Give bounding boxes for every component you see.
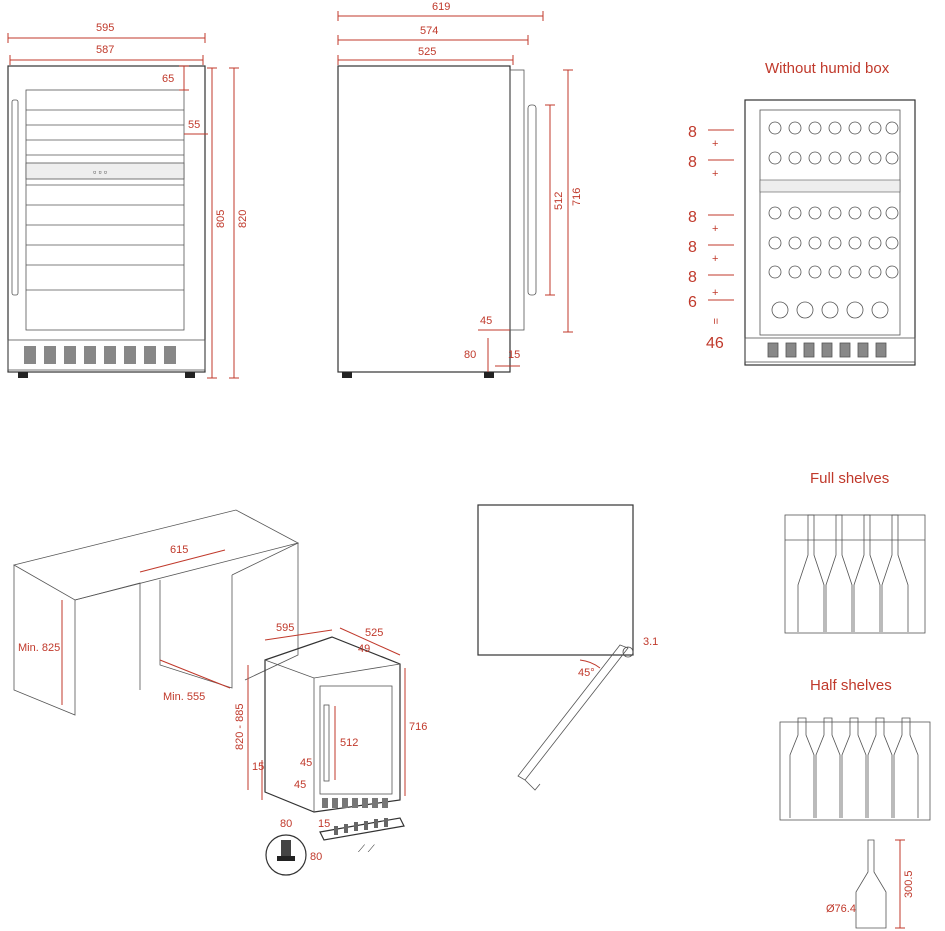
foot-detail-circle	[265, 834, 307, 876]
display-icon: ▫▫▫	[92, 168, 108, 178]
plus-sign-4: +	[712, 253, 718, 265]
bottle-height: 300.5	[903, 870, 915, 898]
dim-unit-80b: 80	[310, 851, 322, 863]
dim-width-587: 587	[96, 44, 114, 56]
dim-handle-512: 512	[553, 192, 565, 210]
plus-sign-3: +	[712, 223, 718, 235]
layout-bottle-rows	[768, 121, 899, 319]
adjustable-foot-icon	[281, 840, 291, 856]
side-foot-left	[342, 372, 352, 378]
full-shelves: Full shelves	[784, 470, 926, 634]
front-foot-left	[18, 372, 28, 378]
half-shelves-title: Half shelves	[810, 677, 892, 694]
dim-min-825: Min. 825	[18, 642, 60, 654]
count-row-5: 8	[688, 269, 697, 286]
bottle-dimensions: 300.5 Ø76.4	[826, 839, 915, 929]
dim-unit-45a: 45	[300, 757, 312, 769]
top-view-cabinet	[477, 504, 634, 656]
dim-unit-512: 512	[340, 737, 358, 749]
dim-unit-716: 716	[409, 721, 427, 733]
dim-depth-525: 525	[418, 46, 436, 58]
screw-icon: ⟋ ⟋	[358, 844, 375, 855]
dim-width-595: 595	[96, 22, 114, 34]
front-handle	[11, 99, 19, 296]
equals-sign: =	[709, 318, 721, 324]
cabinet-right	[231, 542, 299, 681]
dim-depth-574: 574	[420, 25, 438, 37]
count-row-1: 8	[688, 124, 697, 141]
door-angle: 45°	[578, 667, 595, 679]
front-view: 595 587 ▫▫▫ 65	[7, 22, 249, 379]
side-view: 619 574 525 512 716 45 80 15	[337, 1, 583, 378]
dim-unit-80a: 80	[280, 818, 292, 830]
count-row-3: 8	[688, 209, 697, 226]
plus-sign-1: +	[712, 138, 718, 150]
door-handle	[524, 779, 541, 791]
total-count: 46	[706, 335, 724, 352]
layout-control-panel	[759, 179, 901, 193]
front-foot-right	[185, 372, 195, 378]
plus-sign-5: +	[712, 287, 718, 299]
side-foot-right	[484, 372, 494, 378]
dim-depth-619: 619	[432, 1, 450, 13]
full-shelf-bottles	[785, 514, 925, 632]
dim-unit-525: 525	[365, 627, 383, 639]
hinge-pivot	[622, 646, 634, 658]
installed-door	[319, 685, 393, 795]
counter-top	[12, 509, 300, 601]
front-vent-grille	[7, 339, 206, 371]
half-shelf-frame	[779, 721, 931, 821]
dim-side-55: 55	[188, 119, 200, 131]
installed-top-edge	[264, 659, 401, 679]
full-shelf-frame	[784, 514, 926, 634]
dim-niche-615: 615	[170, 544, 188, 556]
dim-foot-15: 15	[508, 349, 520, 361]
front-control-panel	[25, 162, 185, 180]
cabinet-left	[13, 565, 76, 716]
dim-unit-595: 595	[276, 622, 294, 634]
layout-vent	[744, 337, 916, 363]
dim-min-555: Min. 555	[163, 691, 205, 703]
dim-unit-49: 49	[358, 643, 370, 655]
bottle-outline	[855, 839, 887, 929]
dim-unit-15: 15	[252, 761, 264, 773]
cabinet-face	[74, 582, 141, 690]
installation-view: 615 Min. 825 Min. 555 595 525 49 716 512…	[12, 509, 427, 876]
kick-plate	[319, 817, 405, 841]
full-shelves-title: Full shelves	[810, 470, 889, 487]
front-cabinet	[7, 65, 206, 373]
count-row-4: 8	[688, 239, 697, 256]
bottle-layout: Without humid box 8 + 8 + 8	[688, 60, 916, 366]
door-gap: 3.1	[643, 636, 658, 648]
dim-top-65: 65	[162, 73, 174, 85]
side-handle	[527, 104, 537, 296]
niche-back	[159, 575, 233, 689]
dim-door-716: 716	[571, 188, 583, 206]
count-row-6: 6	[688, 294, 697, 311]
front-glass-door	[25, 89, 185, 331]
layout-interior	[759, 109, 901, 336]
bottle-diameter: Ø76.4	[826, 903, 856, 915]
layout-cabinet	[744, 99, 916, 366]
side-door	[509, 69, 525, 331]
dim-height-805: 805	[215, 210, 227, 228]
dim-height-820: 820	[237, 210, 249, 228]
half-shelves: Half shelves	[779, 677, 931, 821]
installed-handle	[323, 704, 330, 782]
layout-title: Without humid box	[765, 60, 890, 77]
open-door	[517, 644, 629, 781]
dim-gap-45: 45	[480, 315, 492, 327]
plus-sign-2: +	[712, 168, 718, 180]
half-shelf-bottles	[789, 717, 919, 818]
dim-unit-15b: 15	[318, 818, 330, 830]
dim-foot-80: 80	[464, 349, 476, 361]
dim-unit-45b: 45	[294, 779, 306, 791]
door-top-view: 45° 3.1	[477, 504, 658, 791]
dim-unit-820-885: 820 - 885	[234, 704, 246, 750]
installed-unit	[264, 636, 401, 813]
count-row-2: 8	[688, 154, 697, 171]
